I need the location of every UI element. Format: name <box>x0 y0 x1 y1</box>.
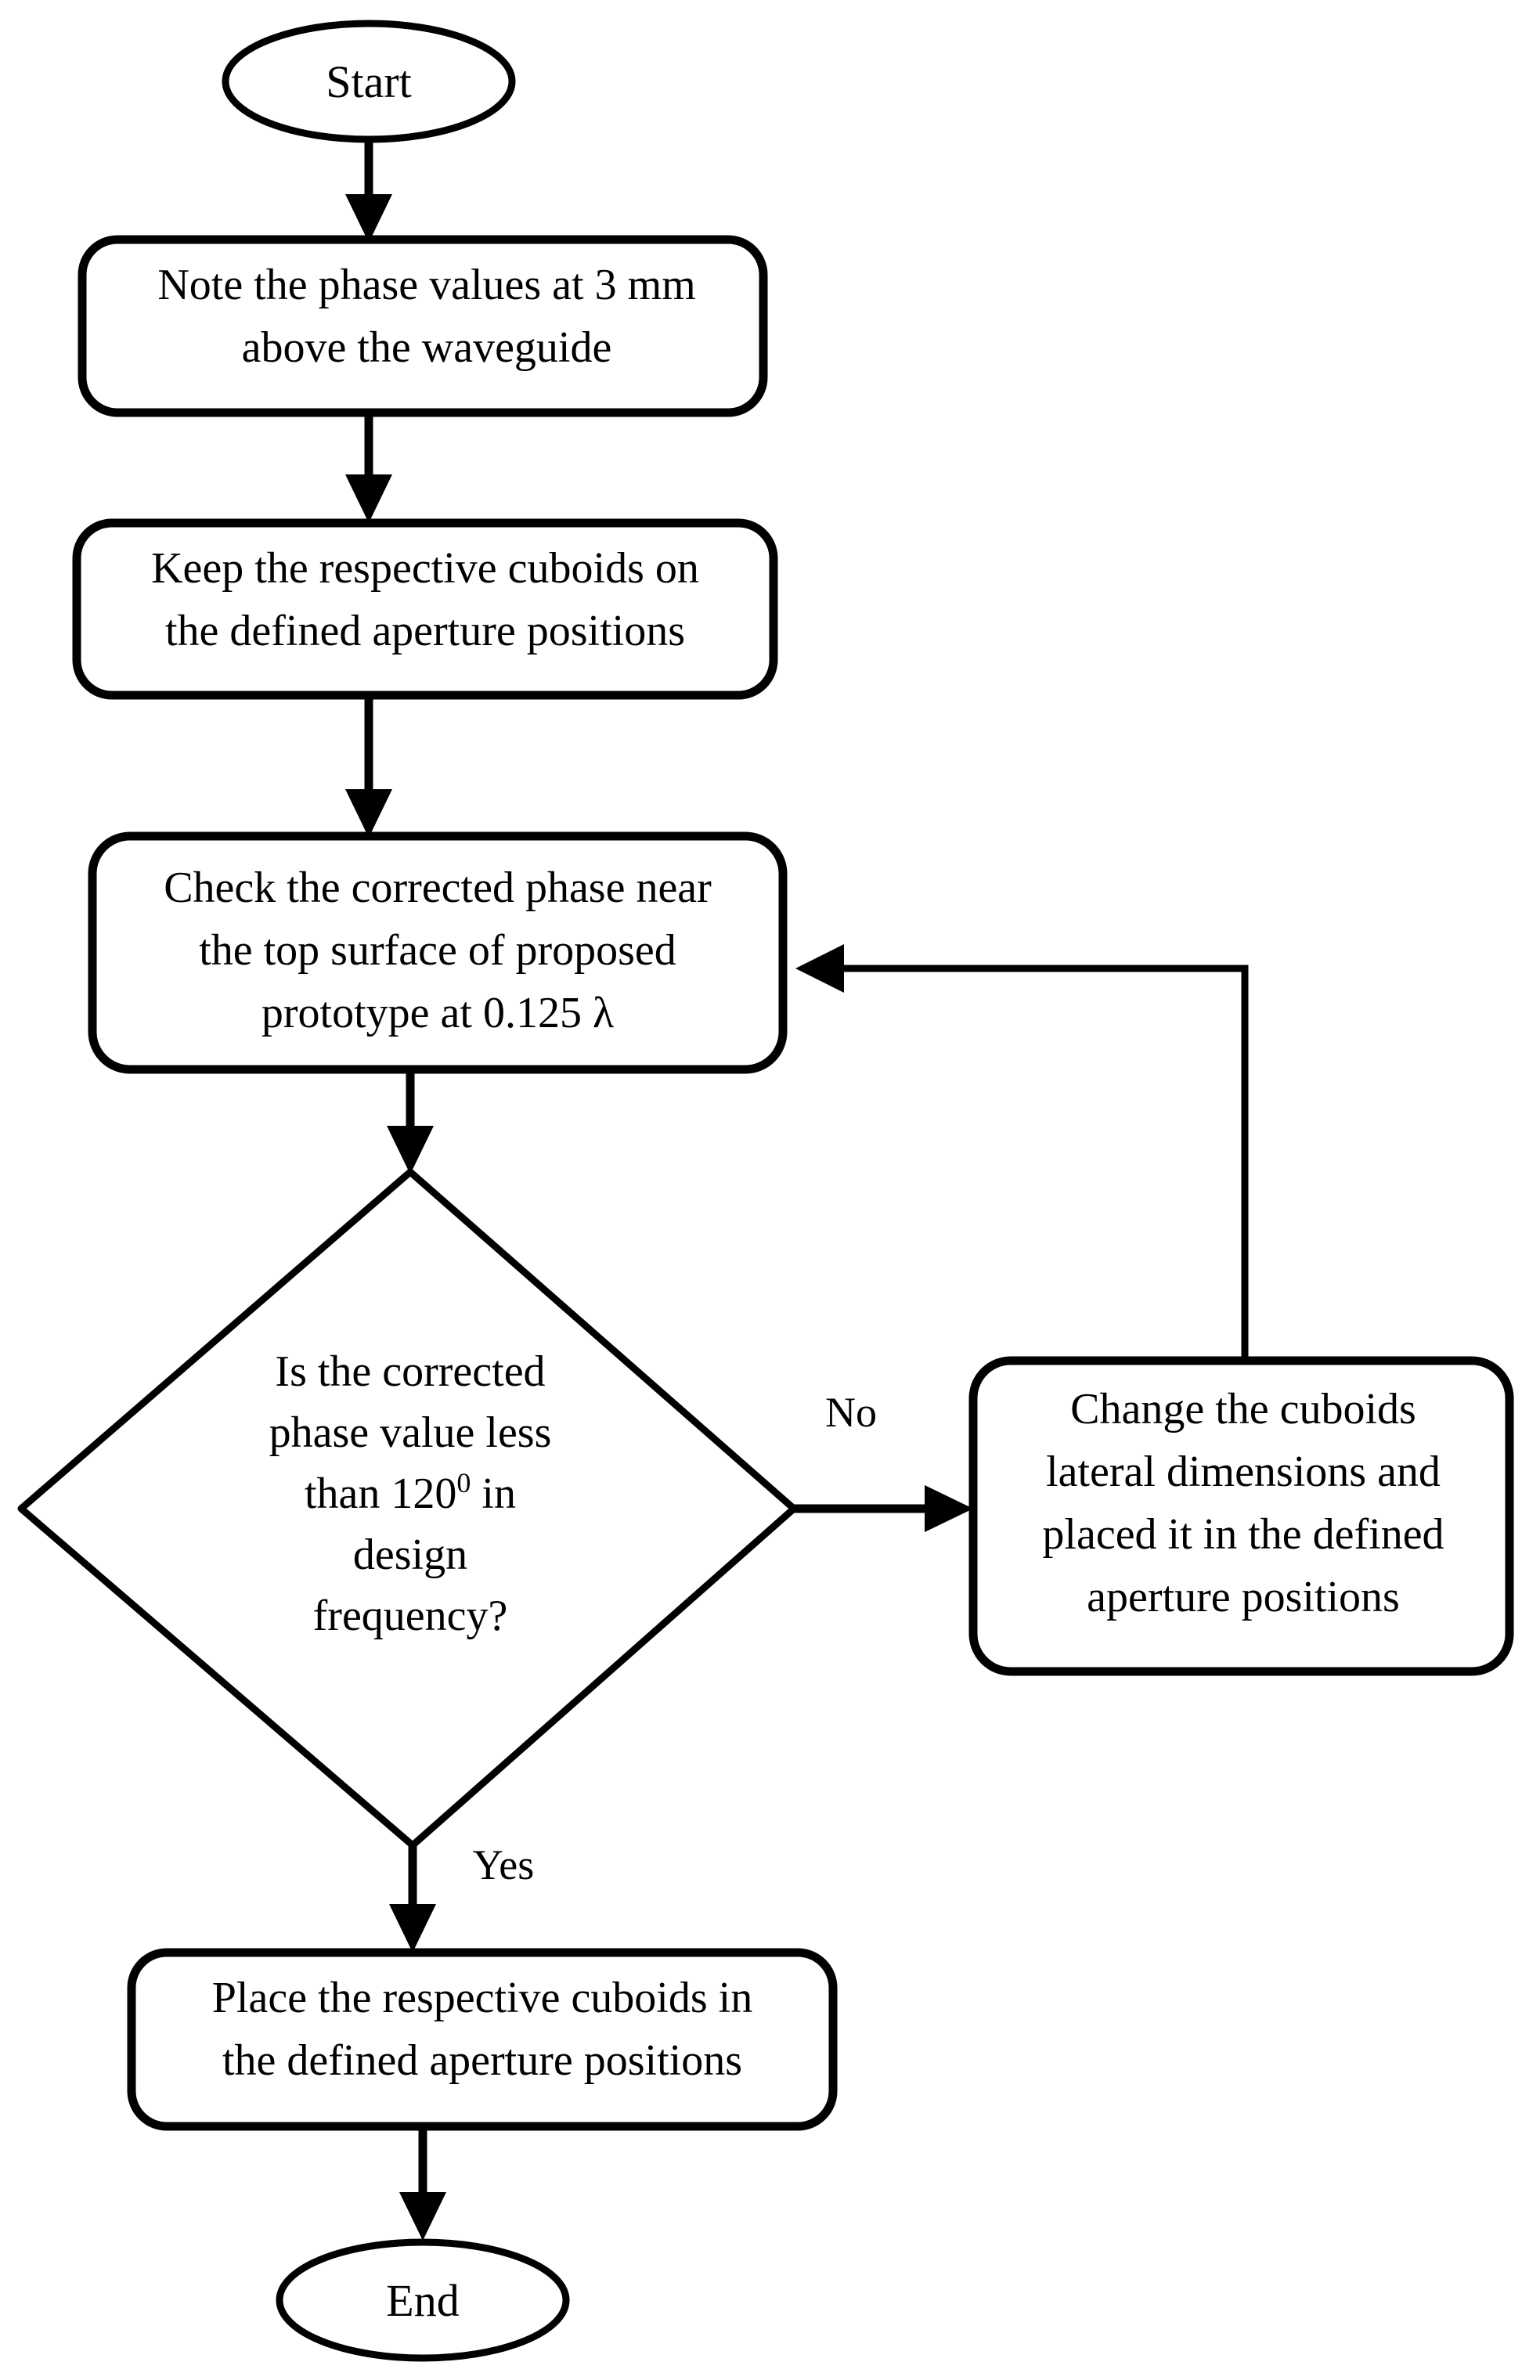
node-note-phase[interactable]: Note the phase values at 3 mm above the … <box>78 235 768 417</box>
place-cuboids-box[interactable] <box>127 1948 838 2131</box>
arrow-head-icon <box>345 474 392 523</box>
edge-change-feedback-to-check <box>795 944 1249 1361</box>
keep-cuboids-line-1: Keep the respective cuboids on <box>151 544 699 593</box>
edge-label-yes: Yes <box>473 1841 535 1888</box>
start-label: Start <box>326 56 412 107</box>
edge-keep-to-check <box>345 695 392 838</box>
end-label: End <box>386 2275 459 2326</box>
check-phase-line-1: Check the corrected phase near <box>164 864 712 912</box>
node-start[interactable]: Start <box>222 20 516 143</box>
edge-place-to-end <box>399 2126 446 2241</box>
arrow-head-icon <box>389 1904 436 1953</box>
decision-line-2: phase value less <box>269 1408 552 1457</box>
decision-line-3-post: in <box>471 1469 516 1518</box>
arrow-head-icon <box>795 944 844 993</box>
change-cuboids-line-4: aperture positions <box>1087 1573 1400 1621</box>
arrow-head-icon <box>345 194 392 243</box>
start-ellipse[interactable] <box>222 20 516 143</box>
decision-line-3-pre: than 120 <box>305 1469 456 1518</box>
change-cuboids-line-2: lateral dimensions and <box>1046 1448 1441 1496</box>
place-cuboids-line-1: Place the respective cuboids in <box>212 1974 752 2022</box>
arrow-head-icon <box>399 2192 446 2241</box>
decision-line-3: than 1200 in <box>305 1467 516 1518</box>
node-place-cuboids[interactable]: Place the respective cuboids in the defi… <box>127 1948 838 2131</box>
node-decision[interactable]: Is the corrected phase value less than 1… <box>17 1168 798 1849</box>
keep-cuboids-box[interactable] <box>72 518 778 700</box>
decision-diamond[interactable] <box>17 1168 798 1849</box>
note-phase-box[interactable] <box>78 235 768 417</box>
edge-decision-no-to-change <box>794 1485 973 1532</box>
edge-start-to-note <box>345 135 392 243</box>
check-phase-box[interactable] <box>88 831 788 1074</box>
check-phase-line-2: the top surface of proposed <box>199 926 676 975</box>
place-cuboids-line-2: the defined aperture positions <box>222 2036 742 2085</box>
note-phase-line-2: above the waveguide <box>242 323 612 372</box>
node-keep-cuboids[interactable]: Keep the respective cuboids on the defin… <box>72 518 778 700</box>
edge-decision-yes-to-place <box>389 1845 436 1953</box>
node-check-phase[interactable]: Check the corrected phase near the top s… <box>88 831 788 1074</box>
check-phase-line-3: prototype at 0.125 λ <box>261 989 614 1037</box>
decision-line-5: frequency? <box>313 1592 508 1640</box>
change-cuboids-box[interactable] <box>968 1356 1514 1676</box>
arrow-head-icon <box>345 789 392 838</box>
end-ellipse[interactable] <box>276 2238 570 2362</box>
node-end[interactable]: End <box>276 2238 570 2362</box>
node-change-cuboids[interactable]: Change the cuboids lateral dimensions an… <box>968 1356 1514 1676</box>
edge-check-to-decision <box>387 1069 434 1174</box>
change-cuboids-line-1: Change the cuboids <box>1070 1385 1416 1433</box>
change-cuboids-line-3: placed it in the defined <box>1042 1510 1444 1559</box>
decision-line-4: design <box>353 1531 467 1579</box>
arrow-head-icon <box>925 1485 973 1532</box>
decision-degree-superscript: 0 <box>456 1467 471 1498</box>
arrow-head-icon <box>387 1126 434 1174</box>
edge-label-no: No <box>825 1389 877 1436</box>
note-phase-line-1: Note the phase values at 3 mm <box>157 261 695 309</box>
edge-note-to-keep <box>345 413 392 523</box>
decision-line-1: Is the corrected <box>275 1347 545 1396</box>
keep-cuboids-line-2: the defined aperture positions <box>165 607 685 655</box>
